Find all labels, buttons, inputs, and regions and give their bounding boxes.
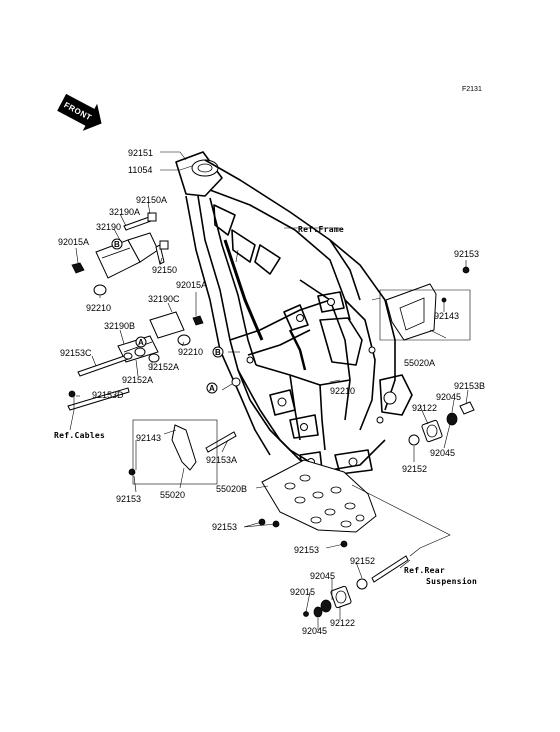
marker-a-upper: A — [135, 336, 147, 348]
label-92122-1: 92122 — [412, 403, 437, 413]
label-92210-1: 92210 — [86, 303, 111, 313]
label-92210-3: 92210 — [330, 386, 355, 396]
collar-92210-middle — [177, 334, 191, 346]
bolt-92153b — [459, 401, 475, 415]
label-55020: 55020 — [160, 490, 185, 500]
bearing-92122-lower — [330, 585, 352, 609]
marker-a-frame-label: A — [209, 384, 215, 393]
marker-b-upper-label: B — [114, 240, 120, 249]
seal-92045-lower-b — [313, 606, 323, 618]
collar-92152-lower — [356, 578, 368, 590]
collar-92152a-a — [134, 347, 146, 357]
label-92143-1: 92143 — [136, 433, 161, 443]
label-92045-4: 92045 — [302, 626, 327, 636]
label-92152a-2: 92152A — [122, 375, 153, 385]
label-11054: 11054 — [128, 165, 152, 175]
label-92045-1: 92045 — [436, 392, 461, 402]
bolt-92150a — [123, 212, 157, 231]
ref-frame-label: Ref.Frame — [298, 225, 344, 234]
label-92153c: 92153C — [60, 348, 92, 358]
upper-engine-bracket-32190 — [95, 232, 159, 279]
ref-cables-label: Ref.Cables — [54, 431, 105, 440]
label-92150: 92150 — [152, 265, 177, 275]
label-92210-2: 92210 — [178, 347, 203, 357]
seal-92045-upper — [446, 412, 458, 426]
ref-rear-suspension-line1: Ref.Rear — [404, 566, 445, 575]
label-92153-1: 92153 — [116, 494, 141, 504]
ref-rear-suspension-line2: Suspension — [426, 576, 477, 586]
label-92153b: 92153B — [454, 381, 485, 391]
label-92153-4: 92153 — [294, 545, 319, 555]
marker-b-upper: B — [111, 238, 123, 250]
figure-code: F2131 — [462, 86, 482, 93]
label-92152-1: 92152 — [402, 464, 427, 474]
label-55020a: 55020A — [404, 358, 435, 368]
skid-plate-55020b — [261, 459, 377, 533]
label-92045-3: 92045 — [310, 571, 335, 581]
label-32190: 32190 — [96, 222, 121, 232]
label-92151: 92151 — [128, 148, 153, 158]
label-92045-2: 92045 — [430, 448, 455, 458]
label-92015: 92015 — [290, 587, 315, 597]
bearing-92122-upper — [421, 419, 443, 443]
label-55020b: 55020B — [216, 484, 247, 494]
guard-55020a-box — [379, 289, 471, 341]
front-direction-arrow: FRONT — [57, 93, 102, 131]
marker-b-frame: B — [212, 346, 224, 358]
label-32190b: 32190B — [104, 321, 135, 331]
label-92153-2: 92153 — [454, 249, 479, 259]
bolt-92153a — [205, 431, 237, 453]
nut-92015-lower — [303, 611, 309, 617]
collar-92152a-c — [123, 352, 133, 360]
collar-92152-upper — [408, 434, 420, 446]
label-92143-2: 92143 — [434, 311, 459, 321]
label-92153d: 92153D — [92, 390, 124, 400]
marker-a-upper-label: A — [138, 338, 144, 347]
bolt-92153d — [67, 387, 130, 411]
bracket-group-box — [132, 419, 218, 485]
label-92150a: 92150A — [136, 195, 167, 205]
guard-55020a — [385, 283, 437, 341]
seal-92045-lower-a — [320, 599, 332, 613]
nut-92015a-middle — [192, 315, 204, 326]
collar-92210-upper — [93, 284, 107, 296]
bolt-92153-lower-left — [128, 468, 136, 476]
label-92015a-1: 92015A — [58, 237, 89, 247]
label-92153-3: 92153 — [212, 522, 237, 532]
label-92122-2: 92122 — [330, 618, 355, 628]
main-frame — [175, 151, 413, 475]
leader-lines — [75, 151, 469, 630]
label-32190c: 32190C — [148, 294, 180, 304]
label-92152-2: 92152 — [350, 556, 375, 566]
nut-92015a-upper — [71, 262, 85, 274]
label-32190a: 32190A — [109, 207, 140, 217]
collar-92152a-b — [148, 353, 160, 363]
guard-55020 — [171, 424, 197, 471]
label-92015a-2: 92015A — [176, 280, 207, 290]
pivot-shaft — [371, 555, 409, 583]
bolt-92153-mid-right — [441, 297, 447, 303]
marker-b-frame-label: B — [215, 348, 221, 357]
label-92153a: 92153A — [206, 455, 237, 465]
label-92152a-1: 92152A — [148, 362, 179, 372]
marker-a-frame: A — [206, 382, 218, 394]
bolt-92150 — [155, 240, 169, 265]
